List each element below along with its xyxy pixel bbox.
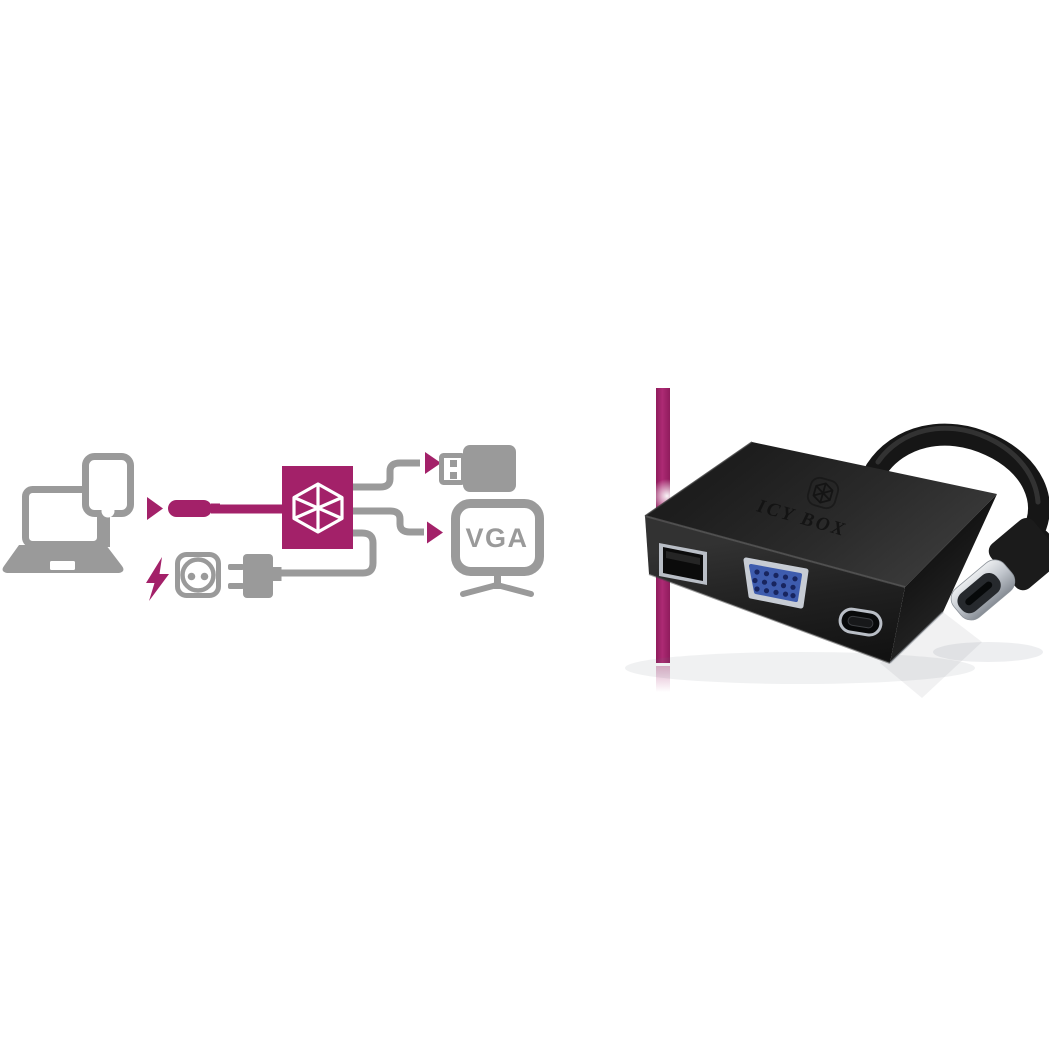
cube-icon — [292, 482, 344, 534]
usb-c-cable — [865, 423, 1049, 551]
bottom-right-shine — [889, 611, 944, 664]
arrow-right-icon — [425, 452, 441, 474]
brand-cube-icon — [806, 476, 840, 510]
arrow-right-icon — [427, 521, 443, 544]
line-to-usb — [353, 459, 420, 491]
body-top-face — [645, 442, 997, 587]
vga-monitor-label: VGA — [465, 523, 528, 553]
accent-bar-reflection — [656, 666, 670, 692]
power-outlet-icon — [175, 552, 221, 598]
plug-slot — [965, 581, 993, 606]
vga-monitor-icon: VGA — [451, 499, 544, 597]
usb-flash-drive-icon — [439, 445, 516, 492]
laptop-base — [2, 545, 124, 573]
line-to-power — [281, 529, 377, 577]
usb-c-male-plug — [950, 518, 1049, 621]
usb-c-cable-line — [220, 504, 284, 514]
hub-output-lines — [281, 459, 424, 577]
usb-a-port — [659, 543, 707, 585]
usb-a-tongue — [666, 551, 700, 565]
cable-highlight — [875, 425, 1041, 505]
usb-c-port — [838, 607, 883, 637]
bottom-edge — [648, 573, 891, 664]
tablet-stand — [100, 513, 110, 547]
vga-pin-holes — [752, 569, 798, 599]
tablet-home-button — [101, 504, 115, 518]
vga-port — [743, 557, 809, 609]
body-right-face — [890, 494, 997, 663]
laptop-touchpad — [50, 561, 75, 570]
line-to-vga — [353, 507, 424, 536]
power-adapter-icon — [228, 554, 282, 598]
monitor-stand-legs — [460, 581, 534, 597]
usb-c-plug-icon — [168, 500, 284, 517]
tablet-icon — [82, 453, 134, 547]
hub-box-icon — [282, 466, 353, 549]
lightning-icon — [146, 557, 169, 601]
arrow-right-icon — [147, 497, 163, 520]
usb-c-port-slot — [847, 615, 874, 629]
back-left-edge — [644, 441, 753, 517]
front-top-edge-highlight — [644, 515, 906, 588]
